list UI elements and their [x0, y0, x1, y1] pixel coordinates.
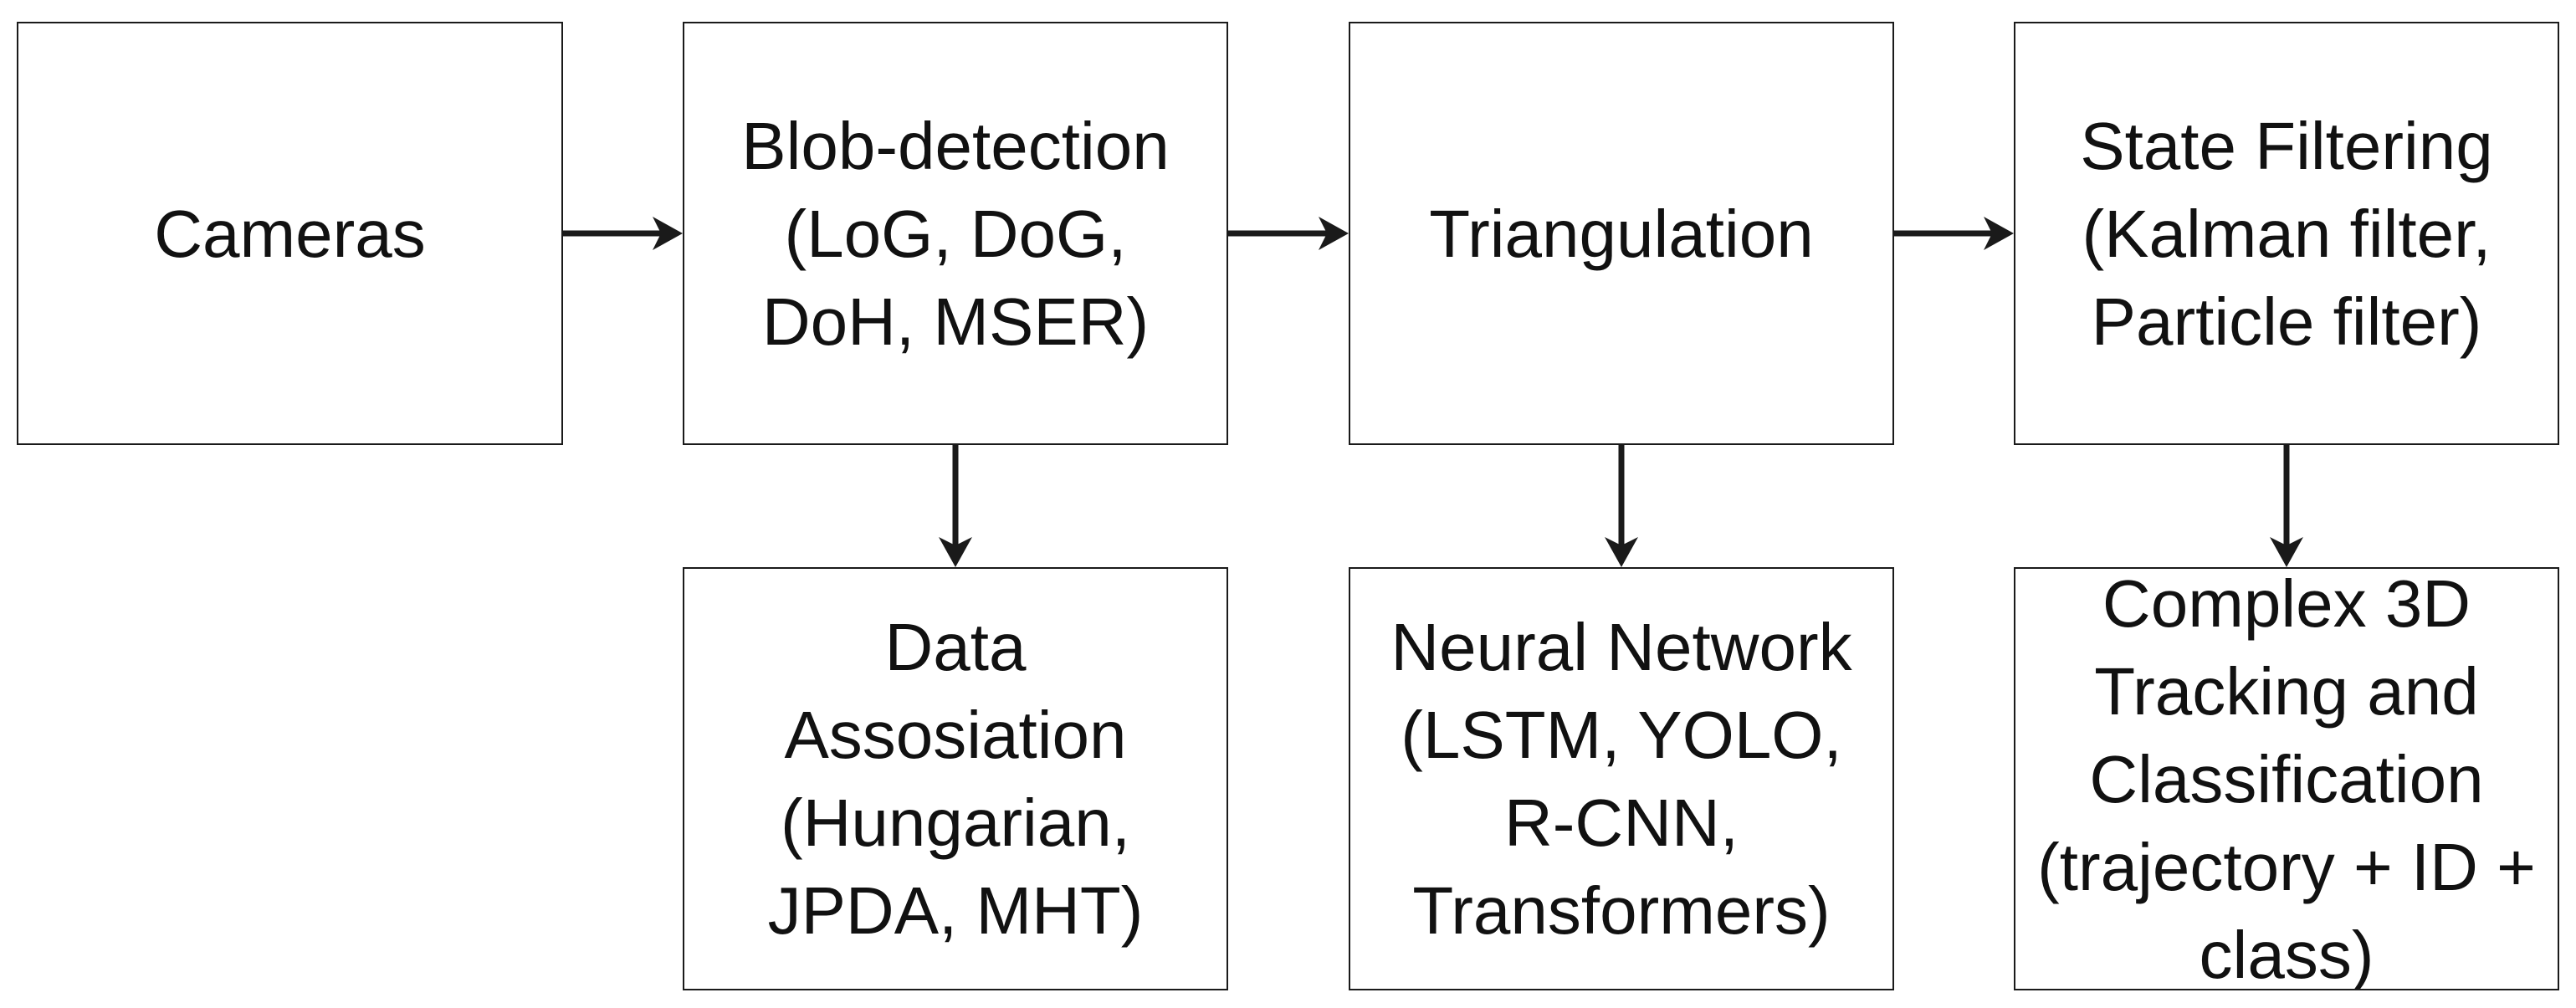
- node-cameras: Cameras: [17, 22, 563, 445]
- node-neural-network-line-4: Transformers): [1412, 873, 1831, 948]
- node-blob-detection: Blob-detection (LoG, DoG, DoH, MSER): [683, 22, 1228, 445]
- node-data-association-line-2: Assosiation: [784, 698, 1127, 772]
- node-state-filtering-line-2: (Kalman filter,: [2082, 196, 2491, 271]
- node-blob-detection-line-3: DoH, MSER): [761, 284, 1150, 359]
- node-data-association-line-3: (Hungarian,: [780, 785, 1130, 860]
- node-data-association-line-4: JPDA, MHT): [767, 873, 1144, 948]
- node-neural-network-line-2: (LSTM, YOLO,: [1401, 698, 1842, 772]
- node-data-association-line-1: Data: [884, 610, 1027, 684]
- arrow-blob-to-data-association: [939, 445, 972, 567]
- node-state-filtering-line-1: State Filtering: [2080, 108, 2493, 183]
- node-neural-network: Neural Network (LSTM, YOLO, R-CNN, Trans…: [1349, 567, 1894, 990]
- node-blob-detection-line-1: Blob-detection: [741, 108, 1170, 183]
- node-complex-tracking-line-4: (trajectory + ID +: [2037, 829, 2536, 904]
- arrow-triangulation-to-neural-network: [1605, 445, 1638, 567]
- node-blob-detection-line-2: (LoG, DoG,: [784, 196, 1127, 271]
- node-triangulation: Triangulation: [1349, 22, 1894, 445]
- arrow-blob-to-triangulation: [1228, 217, 1349, 250]
- node-state-filtering-line-3: Particle filter): [2091, 284, 2482, 359]
- node-neural-network-line-3: R-CNN,: [1504, 785, 1739, 860]
- node-complex-tracking-line-5: class): [2199, 917, 2374, 990]
- node-neural-network-line-1: Neural Network: [1390, 610, 1852, 684]
- arrow-triangulation-to-state-filtering: [1894, 217, 2014, 250]
- node-cameras-line-1: Cameras: [154, 196, 426, 271]
- node-complex-tracking-line-3: Classification: [2089, 741, 2484, 816]
- arrow-state-filtering-to-complex-tracking: [2270, 445, 2303, 567]
- arrow-cameras-to-blob: [563, 217, 683, 250]
- node-data-association: Data Assosiation (Hungarian, JPDA, MHT): [683, 567, 1228, 990]
- node-complex-tracking-line-2: Tracking and: [2094, 653, 2479, 729]
- node-triangulation-line-1: Triangulation: [1429, 196, 1814, 271]
- node-complex-tracking: Complex 3D Tracking and Classification (…: [2014, 567, 2559, 990]
- node-state-filtering: State Filtering (Kalman filter, Particle…: [2014, 22, 2559, 445]
- node-complex-tracking-line-1: Complex 3D: [2102, 567, 2471, 641]
